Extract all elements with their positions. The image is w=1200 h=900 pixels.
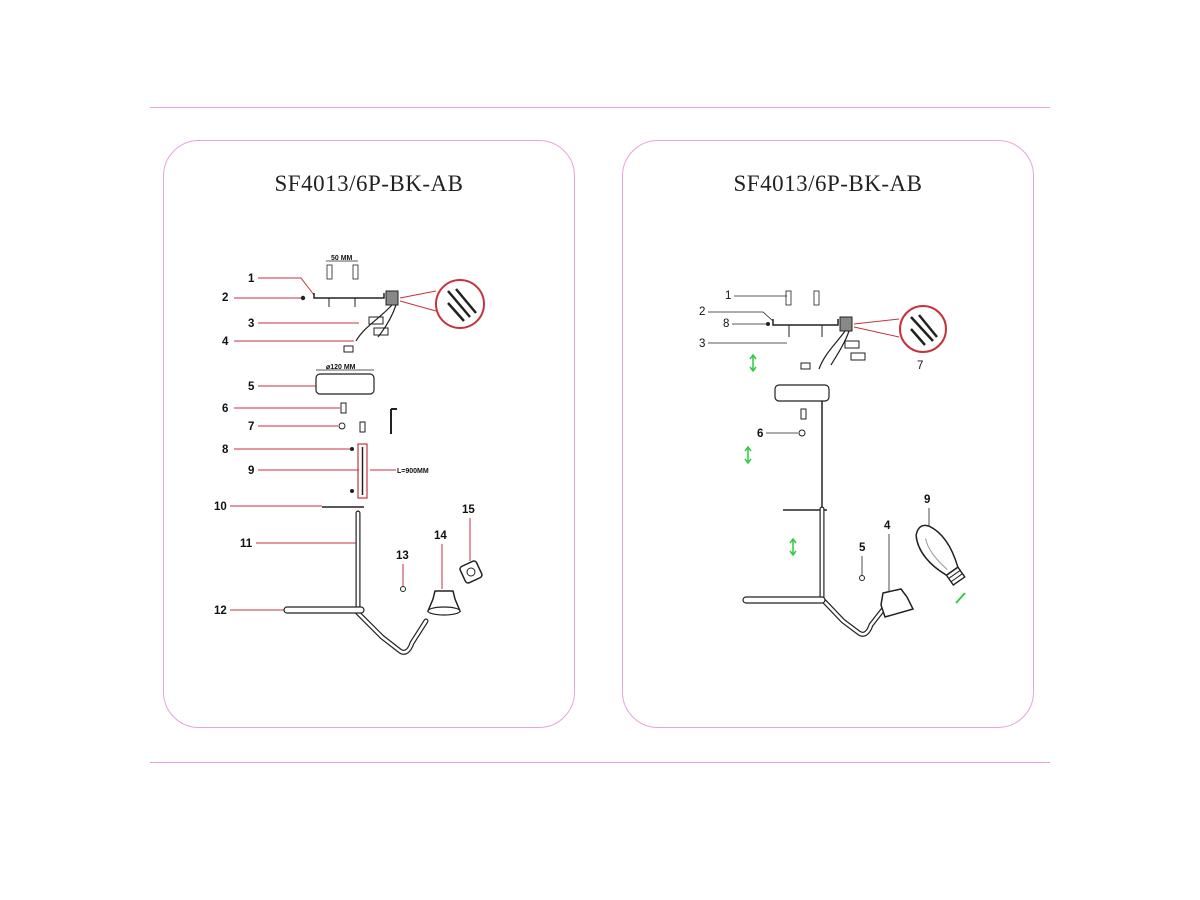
terminal-block-icon (839, 316, 853, 332)
part-label-2: 2 (222, 292, 228, 304)
set-screw-icon (400, 586, 406, 592)
parts-exploded-diagram: 1 2 3 4 50 MM 5 ⌀120 MM (214, 255, 485, 655)
arm-frame-outline (355, 510, 429, 655)
up-down-arrow-icon (749, 353, 757, 373)
assembly-label-6: 6 (757, 428, 763, 440)
canopy-icon (315, 373, 375, 395)
assembly-label-8: 8 (723, 318, 729, 330)
part-label-8: 8 (222, 444, 229, 456)
ground-screw-icon (343, 345, 354, 353)
set-screw-icon (859, 575, 865, 581)
dimension-canopy-label: ⌀120 MM (326, 364, 356, 371)
wire-connector-icon (373, 327, 389, 336)
ground-screw-icon (800, 362, 811, 370)
part-label-14: 14 (434, 530, 447, 542)
cap-nut-icon (800, 408, 807, 420)
bottom-divider-line (150, 762, 1050, 763)
up-down-arrow-icon (789, 537, 797, 557)
part-label-13: 13 (396, 550, 409, 562)
terminal-detail-icon (447, 288, 477, 322)
cap-nut-icon (340, 402, 347, 414)
parts-diagram-panel: SF4013/6P-BK-AB 1 2 3 4 50 MM (163, 140, 575, 728)
part-label-10: 10 (214, 501, 227, 513)
cross-arm (742, 596, 826, 604)
part-label-1: 1 (248, 273, 255, 285)
arm-frame-outline (819, 506, 888, 637)
wall-plug-icon (326, 264, 333, 280)
assembly-label-5: 5 (859, 542, 866, 554)
socket-ring-hole (466, 567, 476, 577)
wire-connector-icon (368, 316, 384, 325)
arm-frame (820, 507, 887, 636)
wall-plug-icon (813, 290, 820, 306)
assembly-diagram: 1 2 8 3 7 6 (699, 290, 966, 637)
part-label-12: 12 (214, 605, 227, 617)
washer-icon (338, 422, 346, 430)
terminal-detail-icon (910, 314, 938, 346)
socket-rim (427, 606, 461, 616)
wire-connector-icon (844, 340, 860, 349)
canopy-icon (774, 384, 830, 402)
right-panel-title: SF4013/6P-BK-AB (733, 171, 923, 196)
part-label-6: 6 (222, 403, 228, 415)
wire-connector-icon (850, 352, 866, 361)
part-label-5: 5 (248, 381, 255, 393)
wall-plug-icon (785, 290, 792, 306)
mounting-bracket (772, 319, 839, 326)
cross-arm (283, 606, 365, 614)
arrow-icon (955, 592, 966, 604)
assembly-label-7: 7 (917, 360, 923, 372)
callout-line (399, 290, 437, 299)
mounting-bracket (313, 293, 385, 299)
part-label-15: 15 (462, 504, 475, 516)
rod-length-label: L=900MM (397, 468, 429, 475)
wire-bundle (818, 330, 850, 370)
callout-line (853, 318, 900, 325)
screw-icon (766, 322, 770, 326)
nipple-icon (359, 421, 366, 433)
left-panel-title: SF4013/6P-BK-AB (274, 171, 464, 196)
socket-ring-icon (459, 560, 483, 584)
part-label-9: 9 (248, 465, 254, 477)
light-bulb-icon (915, 524, 966, 586)
lamp-socket-icon (880, 588, 915, 618)
dimension-top-label: 50 MM (331, 255, 353, 262)
small-screw-icon (350, 489, 354, 493)
hook-icon (390, 408, 397, 434)
part-label-11: 11 (240, 538, 253, 550)
assembly-diagram-panel: SF4013/6P-BK-AB 1 2 8 3 7 (622, 140, 1034, 728)
assembly-label-3: 3 (699, 338, 705, 350)
assembly-label-2: 2 (699, 306, 705, 318)
part-label-3: 3 (248, 318, 254, 330)
leader-line-1 (258, 277, 315, 296)
up-down-arrow-icon (744, 445, 752, 465)
assembly-label-4: 4 (884, 520, 891, 532)
wall-plug-icon (352, 264, 359, 280)
callout-line (399, 300, 437, 312)
arm-frame (356, 511, 428, 654)
suspension-rod (357, 443, 368, 499)
wire-bundle (355, 304, 397, 342)
screw-icon (300, 295, 306, 301)
part-label-7: 7 (248, 421, 254, 433)
callout-line (853, 326, 900, 338)
assembly-leader-2 (708, 311, 774, 322)
part-label-4: 4 (222, 336, 229, 348)
assembly-label-9: 9 (924, 494, 930, 506)
small-screw-icon (350, 447, 354, 451)
top-divider-line (150, 107, 1050, 108)
assembly-label-1: 1 (725, 290, 731, 302)
washer-icon (798, 429, 806, 437)
terminal-block-icon (385, 290, 399, 306)
